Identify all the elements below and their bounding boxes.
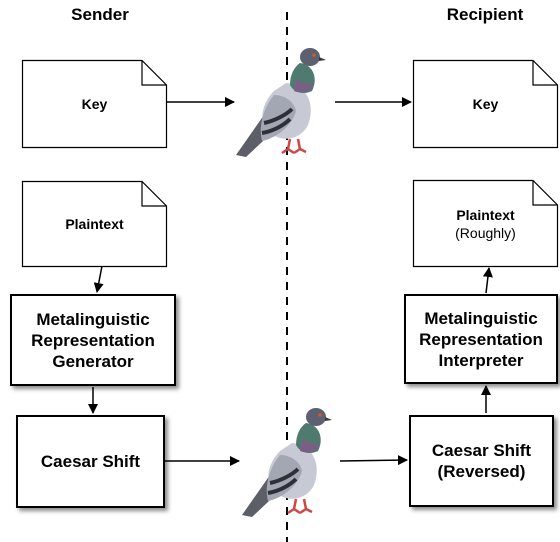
- generator-line-2: Representation: [31, 330, 155, 350]
- pigeon-icon: [242, 408, 332, 517]
- sender-key-document: Key: [21, 59, 168, 149]
- document-shape: [21, 59, 168, 149]
- pigeon-icon: [236, 48, 326, 157]
- arrow-pigeon-to-reversed: [339, 455, 408, 466]
- caesar-shift-label: Caesar Shift: [40, 452, 141, 471]
- document-shape: [412, 59, 559, 149]
- recipient-plaintext-label: Plaintext (Roughly): [413, 180, 558, 267]
- interpreter-line-2: Representation: [419, 329, 543, 349]
- recipient-plaintext-line2: (Roughly): [455, 224, 516, 241]
- caesar-shift-reversed-box: Caesar Shift (Reversed): [409, 415, 554, 507]
- generator-box: Metalinguistic Representation Generator: [10, 294, 176, 386]
- generator-line-3: Generator: [52, 351, 134, 371]
- recipient-header: Recipient: [446, 5, 524, 24]
- interpreter-line-1: Metalinguistic: [424, 308, 538, 328]
- interpreter-box: Metalinguistic Representation Interprete…: [404, 294, 558, 384]
- sender-plaintext-document: Plaintext: [21, 180, 168, 268]
- caesar-reversed-line-2: (Reversed): [437, 462, 526, 481]
- sender-header: Sender: [71, 5, 129, 24]
- interpreter-line-3: Interpreter: [438, 350, 524, 370]
- recipient-plaintext-document: Plaintext (Roughly): [412, 179, 559, 268]
- caesar-shift-box: Caesar Shift: [16, 415, 165, 508]
- sender-key-label: Key: [81, 96, 108, 112]
- document-shape: [21, 180, 168, 268]
- recipient-key-document: Key: [412, 59, 559, 149]
- caesar-reversed-line-1: Caesar Shift: [431, 441, 532, 460]
- sender-plaintext-label: Plaintext: [65, 216, 124, 232]
- arrow-interpreter-to-plaintext: [482, 267, 493, 294]
- arrow-plaintext-to-generator: [93, 265, 104, 293]
- recipient-plaintext-line1: Plaintext: [456, 206, 515, 223]
- generator-line-1: Metalinguistic: [36, 309, 150, 329]
- recipient-key-label: Key: [472, 96, 499, 112]
- document-shape: [412, 179, 559, 268]
